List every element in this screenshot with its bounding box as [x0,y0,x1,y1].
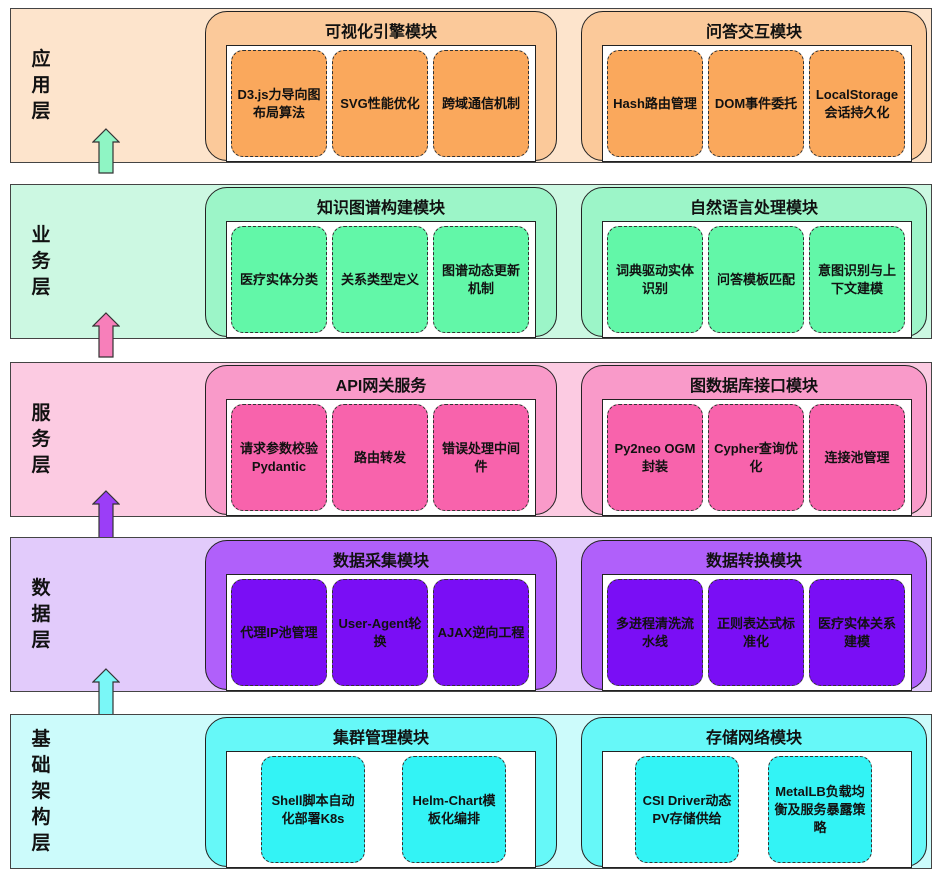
module-knowledge-graph: 知识图谱构建模块 医疗实体分类 关系类型定义 图谱动态更新机制 [205,187,557,338]
component-card: 代理IP池管理 [231,579,327,686]
component-card: 医疗实体分类 [231,226,327,333]
module-title: 存储网络模块 [705,730,802,747]
component-card: AJAX逆向工程 [433,579,529,686]
component-card: LocalStorage会话持久化 [809,50,905,157]
module-nlp: 自然语言处理模块 词典驱动实体识别 问答模板匹配 意图识别与上下文建模 [581,187,927,338]
module-cluster-management: 集群管理模块 Shell脚本自动化部署K8s Helm-Chart模板化编排 [205,717,557,868]
module-qa-interaction: 问答交互模块 Hash路由管理 DOM事件委托 LocalStorage会话持久… [581,11,927,162]
layer-data: 数据层 数据采集模块 代理IP池管理 User-Agent轮换 AJAX逆向工程… [10,537,932,692]
component-card: Shell脚本自动化部署K8s [261,756,365,863]
module-title: 数据采集模块 [332,553,429,570]
up-arrow-icon [92,312,120,358]
module-title: 图数据库接口模块 [689,378,818,395]
layer-label: 服务层 [31,402,51,476]
module-visualization-engine: 可视化引擎模块 D3.js力导向图布局算法 SVG性能优化 跨域通信机制 [205,11,557,162]
layer-label: 业务层 [31,224,51,298]
component-card: SVG性能优化 [332,50,428,157]
module-data-collection: 数据采集模块 代理IP池管理 User-Agent轮换 AJAX逆向工程 [205,540,557,691]
module-storage-network: 存储网络模块 CSI Driver动态PV存储供给 MetalLB负载均衡及服务… [581,717,927,868]
up-arrow-icon [92,128,120,174]
component-card: Py2neo OGM封装 [607,404,703,511]
layer-infrastructure: 基础架构层 集群管理模块 Shell脚本自动化部署K8s Helm-Chart模… [10,714,932,869]
component-card: 词典驱动实体识别 [607,226,703,333]
component-card: Cypher查询优化 [708,404,804,511]
module-title: 数据转换模块 [705,553,802,570]
component-card: 连接池管理 [809,404,905,511]
module-api-gateway: API网关服务 请求参数校验Pydantic 路由转发 错误处理中间件 [205,365,557,516]
component-card: 正则表达式标准化 [708,579,804,686]
module-graph-db-interface: 图数据库接口模块 Py2neo OGM封装 Cypher查询优化 连接池管理 [581,365,927,516]
module-title: 自然语言处理模块 [689,200,818,217]
layer-label: 应用层 [31,48,51,122]
layer-service: 服务层 API网关服务 请求参数校验Pydantic 路由转发 错误处理中间件 … [10,362,932,517]
component-card: Hash路由管理 [607,50,703,157]
module-title: 问答交互模块 [705,24,802,41]
component-card: 图谱动态更新机制 [433,226,529,333]
component-card: 意图识别与上下文建模 [809,226,905,333]
component-card: 关系类型定义 [332,226,428,333]
component-card: DOM事件委托 [708,50,804,157]
layer-label: 基础架构层 [31,728,51,854]
component-card: 问答模板匹配 [708,226,804,333]
component-card: D3.js力导向图布局算法 [231,50,327,157]
module-title: API网关服务 [335,378,427,395]
component-card: 请求参数校验Pydantic [231,404,327,511]
component-card: Helm-Chart模板化编排 [402,756,506,863]
component-card: 多进程清洗流水线 [607,579,703,686]
component-card: 医疗实体关系建模 [809,579,905,686]
module-title: 可视化引擎模块 [324,24,437,41]
module-data-transform: 数据转换模块 多进程清洗流水线 正则表达式标准化 医疗实体关系建模 [581,540,927,691]
module-title: 知识图谱构建模块 [316,200,445,217]
component-card: 路由转发 [332,404,428,511]
module-title: 集群管理模块 [332,730,429,747]
component-card: CSI Driver动态PV存储供给 [635,756,739,863]
component-card: 跨域通信机制 [433,50,529,157]
component-card: User-Agent轮换 [332,579,428,686]
layer-application: 应用层 可视化引擎模块 D3.js力导向图布局算法 SVG性能优化 跨域通信机制… [10,8,932,163]
component-card: 错误处理中间件 [433,404,529,511]
layer-label: 数据层 [31,577,51,651]
component-card: MetalLB负载均衡及服务暴露策略 [768,756,872,863]
layer-business: 业务层 知识图谱构建模块 医疗实体分类 关系类型定义 图谱动态更新机制 自然语言… [10,184,932,339]
